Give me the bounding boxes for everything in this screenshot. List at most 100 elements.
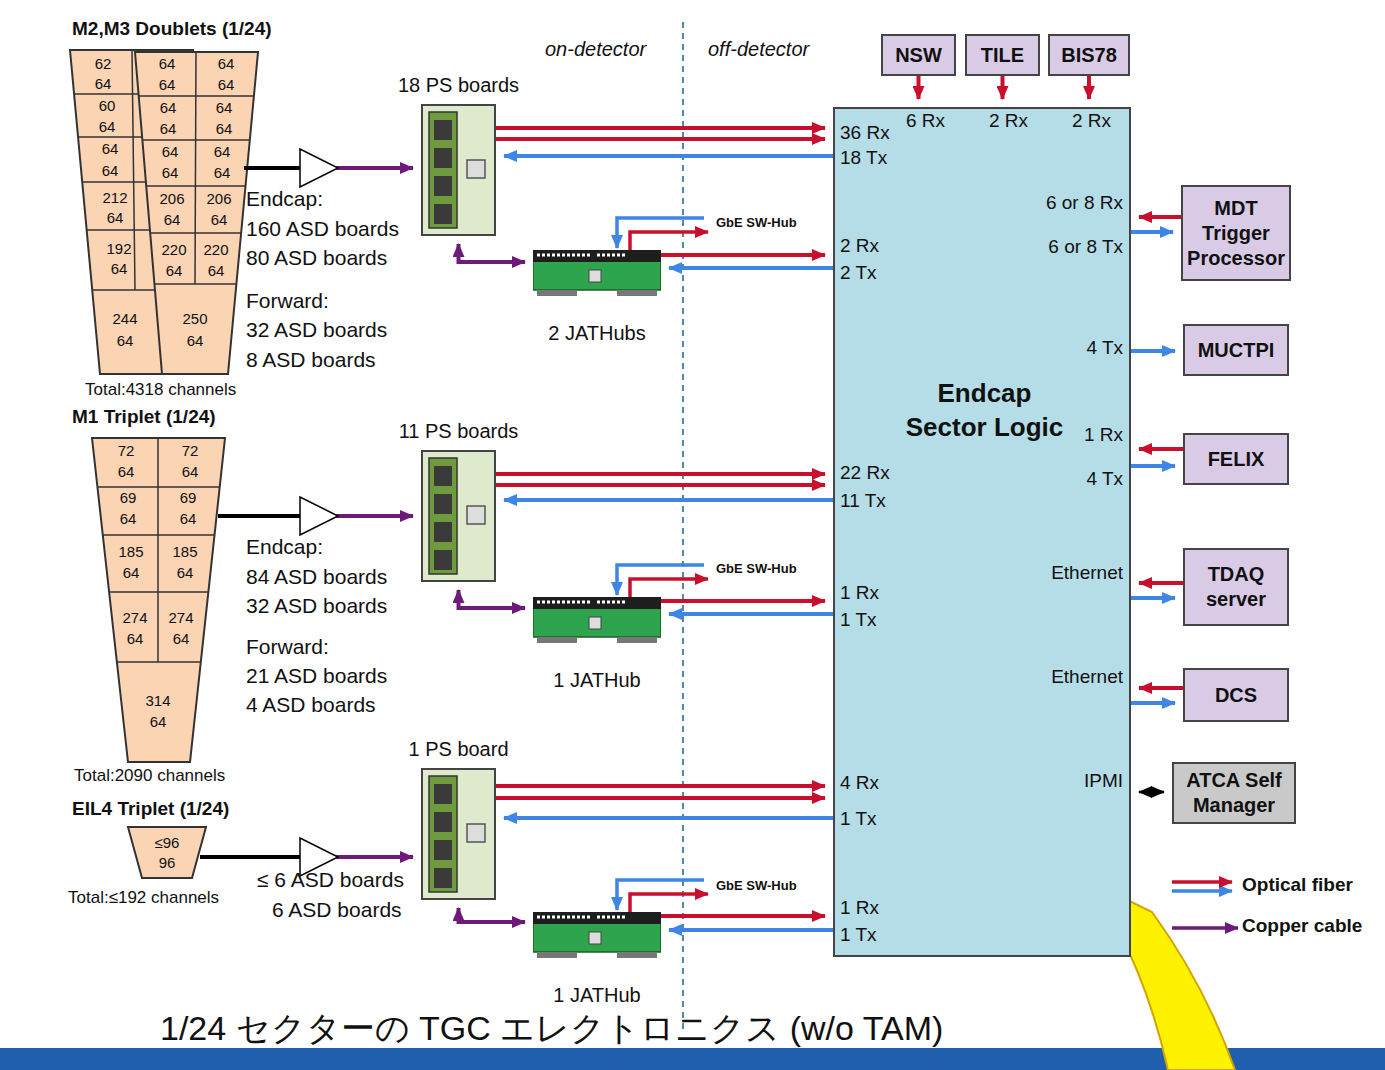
node-title: TDAQ server xyxy=(1188,562,1284,612)
system-box: MUCTPI xyxy=(1183,324,1289,376)
channel-count: 220 xyxy=(203,242,228,257)
m1-wedge-part-part xyxy=(80,661,240,663)
node-title: 1 JATHub xyxy=(553,669,640,692)
channel-count: 64 xyxy=(177,565,194,580)
asd-note: 4 ASD boards xyxy=(246,693,376,717)
jathub-art-part xyxy=(537,637,577,643)
asd-note: Forward: xyxy=(246,635,329,659)
ps-board-art-part xyxy=(434,148,452,168)
port-label: 1 Rx xyxy=(840,582,879,604)
channel-count: 62 xyxy=(95,56,112,71)
port-label: 2 Rx xyxy=(1072,110,1111,132)
ps-board-art-part xyxy=(434,812,452,832)
gbe-link-part xyxy=(630,232,708,250)
channel-count: 206 xyxy=(206,191,231,206)
channel-count: 64 xyxy=(216,100,233,115)
port-label: 22 Rx xyxy=(840,462,890,484)
channel-count: 64 xyxy=(117,333,134,348)
port-label: 1 Tx xyxy=(840,808,877,830)
ps-board-art-part xyxy=(422,451,495,581)
ps-board-art-part xyxy=(434,522,452,542)
channel-count: 64 xyxy=(187,333,204,348)
signal-cable-part xyxy=(244,166,302,170)
asd-note: ≤ 6 ASD boards xyxy=(257,868,404,892)
optical-fiber xyxy=(504,816,833,820)
region-label: off-detector xyxy=(708,38,809,61)
jathub-art-part xyxy=(533,912,661,924)
ps-board: 1 PS board xyxy=(421,768,496,900)
front-wedge-part-part xyxy=(195,52,196,284)
jathub-art-part xyxy=(533,260,661,290)
asd-note: Endcap: xyxy=(246,187,323,211)
optical-fiber xyxy=(917,76,921,99)
ps-board-art-part xyxy=(429,458,457,574)
channel-count: 64 xyxy=(182,464,199,479)
signal-cable-part xyxy=(200,855,302,859)
ps-board-art-part xyxy=(429,112,457,228)
channel-count: 72 xyxy=(118,443,135,458)
asd-note: Forward: xyxy=(246,289,329,313)
node-title: 18 PS boards xyxy=(398,74,519,97)
node-title: MUCTPI xyxy=(1198,338,1275,363)
node-note: Total:4318 channels xyxy=(85,380,236,400)
port-label: 1 Tx xyxy=(840,609,877,631)
channel-count: 206 xyxy=(159,191,184,206)
ps-board-art xyxy=(421,104,496,236)
ps-board-art-part xyxy=(434,868,452,888)
channel-count: 185 xyxy=(172,544,197,559)
jathub-art-part xyxy=(537,254,591,257)
node-title: 1 JATHub xyxy=(553,984,640,1007)
jathub-art-part xyxy=(597,254,625,257)
gbe-link-part xyxy=(630,579,708,597)
optical-fiber xyxy=(669,266,833,270)
jathub-board: 2 JATHubs xyxy=(533,250,661,296)
detector-wedge: M1 Triplet (1/24)Total:2090 channels xyxy=(68,406,243,786)
jathub-art-part xyxy=(597,916,625,919)
manager-box: ATCA Self Manager xyxy=(1172,762,1296,824)
optical-fiber xyxy=(496,784,825,788)
jathub-art-part xyxy=(533,607,661,637)
asd-note: 32 ASD boards xyxy=(246,318,387,342)
node-title: FELIX xyxy=(1208,447,1265,472)
optical-fiber xyxy=(496,483,825,487)
channel-count: 64 xyxy=(159,56,176,71)
port-label: 18 Tx xyxy=(840,147,887,169)
node-note: Total:2090 channels xyxy=(74,766,225,786)
node-title: Endcap Sector Logic xyxy=(897,377,1072,445)
port-label: IPMI xyxy=(1084,770,1123,792)
optical-fiber xyxy=(1087,76,1091,99)
port-label: 2 Tx xyxy=(840,262,877,284)
ps-board-art-part xyxy=(434,550,452,570)
optical-fiber xyxy=(504,154,833,158)
system-box: FELIX xyxy=(1183,433,1289,485)
optical-fiber xyxy=(1131,596,1175,600)
optical-fiber xyxy=(669,928,833,932)
system-box: NSW xyxy=(881,34,956,76)
front-wedge-part xyxy=(135,52,258,374)
gbe-link-part xyxy=(630,894,708,912)
optical-fiber xyxy=(1131,349,1175,353)
jathub-art xyxy=(533,250,661,296)
channel-count: 64 xyxy=(216,121,233,136)
node-title: MDT Trigger Processor xyxy=(1186,196,1286,271)
asd-note: 32 ASD boards xyxy=(246,594,387,618)
channel-count: 64 xyxy=(218,77,235,92)
channel-count: 64 xyxy=(214,144,231,159)
optical-fiber xyxy=(504,498,833,502)
ps-board-art-part xyxy=(434,204,452,224)
ps-board: 18 PS boards xyxy=(421,104,496,236)
port-label: 1 Rx xyxy=(1084,424,1123,446)
port-label: Ethernet xyxy=(1051,562,1123,584)
jathub-art-part xyxy=(589,270,601,282)
m1-wedge-part xyxy=(80,438,240,662)
optical-fiber xyxy=(496,796,825,800)
legend-text: Copper cable xyxy=(1242,915,1362,937)
jathub-art-part xyxy=(537,916,591,919)
ipmi-link xyxy=(1139,791,1164,794)
ps-board-art-part xyxy=(467,824,485,842)
optical-fiber xyxy=(1131,701,1175,705)
port-label: 36 Rx xyxy=(840,122,890,144)
optical-fiber xyxy=(496,137,825,141)
jathub-art-part xyxy=(617,637,657,643)
